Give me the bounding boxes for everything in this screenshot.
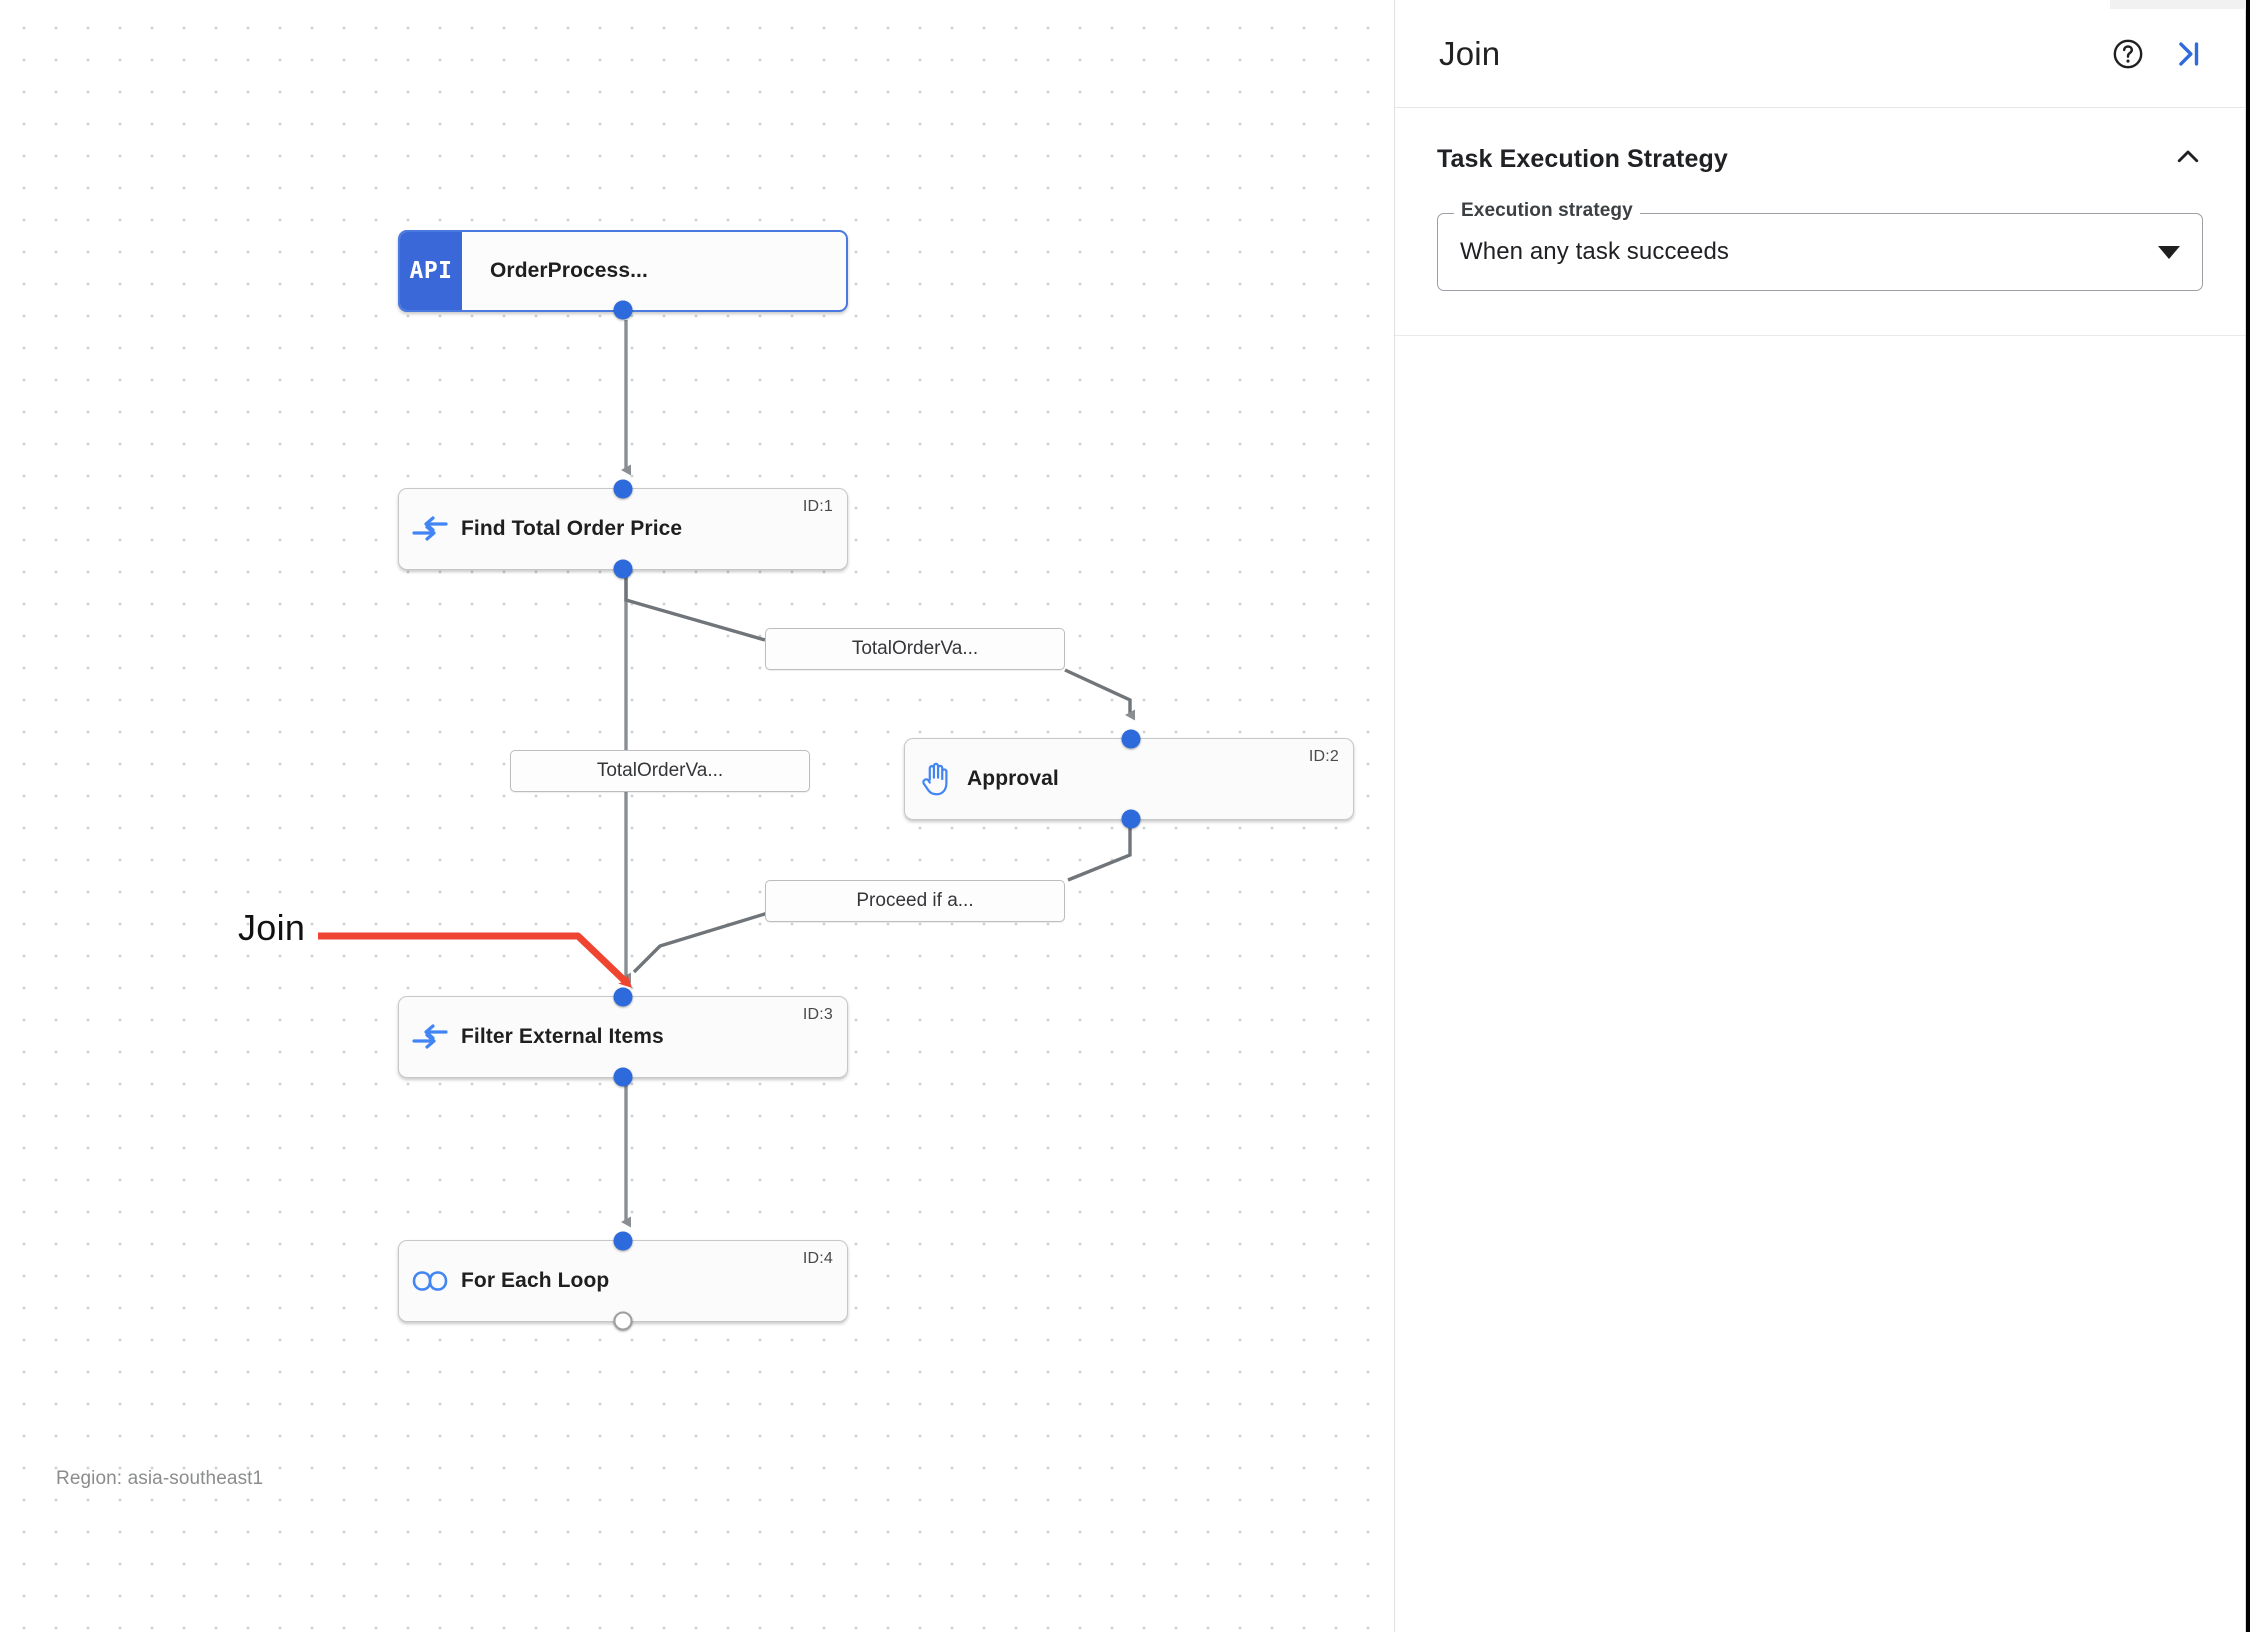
region-label: Region: asia-southeast1 (56, 1468, 264, 1489)
node-find-total-order-price[interactable]: Find Total Order Price ID:1 (398, 479, 848, 579)
workflow-canvas[interactable]: Join API OrderProcess... Find Total Orde… (0, 0, 1392, 1632)
panel-title: Join (1439, 34, 1501, 72)
node-order-process[interactable]: API OrderProcess... (398, 230, 848, 320)
input-port-task3[interactable] (613, 987, 633, 1007)
edge-label-total-order-value-1[interactable]: TotalOrderVa... (765, 628, 1065, 670)
panel-header: Join (1395, 0, 2245, 108)
execution-strategy-value: When any task succeeds (1460, 238, 1730, 265)
help-circle-icon[interactable] (2111, 37, 2145, 71)
edge-task1-to-label1 (624, 575, 766, 642)
execution-strategy-select[interactable]: When any task succeeds (1437, 213, 2203, 291)
data-mapping-icon (399, 516, 461, 542)
node-id-task4: ID:4 (802, 1250, 833, 1267)
node-id-task1: ID:1 (802, 498, 833, 515)
input-port-task1[interactable] (613, 479, 633, 499)
node-title-filter-external-items: Filter External Items (461, 1025, 664, 1048)
raised-hand-icon (905, 761, 967, 797)
input-port-task4[interactable] (613, 1231, 633, 1251)
node-title-for-each-loop: For Each Loop (461, 1269, 610, 1292)
properties-panel: Join Task Execution Strategy (1394, 0, 2246, 1632)
caret-down-icon[interactable] (2158, 245, 2180, 259)
join-annotation-label: Join (238, 907, 306, 948)
section-title: Task Execution Strategy (1437, 145, 1728, 173)
output-port-task4[interactable] (613, 1311, 633, 1331)
output-port-order-process[interactable] (613, 300, 633, 320)
input-port-task2[interactable] (1121, 729, 1141, 749)
edge-label3-to-task3 (632, 911, 769, 974)
node-id-task3: ID:3 (802, 1006, 833, 1023)
execution-strategy-label: Execution strategy (1454, 200, 1640, 222)
loop-infinity-icon (399, 1270, 461, 1292)
edge-label-proceed-if-approved[interactable]: Proceed if a... (765, 880, 1065, 922)
output-port-task1[interactable] (613, 559, 633, 579)
node-filter-external-items[interactable]: Filter External Items ID:3 (398, 987, 848, 1087)
right-edge-strip (2246, 0, 2250, 1632)
node-id-task2: ID:2 (1308, 748, 1339, 765)
task-execution-strategy-section: Task Execution Strategy When any task su… (1395, 108, 2245, 336)
execution-strategy-field[interactable]: When any task succeeds Execution strateg… (1437, 200, 2203, 291)
api-badge-icon: API (400, 232, 462, 310)
edge-label1-to-task2 (1064, 668, 1135, 721)
chevron-up-icon[interactable] (2173, 142, 2203, 177)
collapse-panel-icon[interactable] (2171, 37, 2205, 71)
node-approval[interactable]: Approval ID:2 (904, 729, 1354, 829)
output-port-task2[interactable] (1121, 809, 1141, 829)
edge-label-total-order-value-2[interactable]: TotalOrderVa... (510, 750, 810, 792)
node-title-approval: Approval (967, 767, 1059, 790)
top-edge-strip (2110, 0, 2250, 9)
data-mapping-icon (399, 1024, 461, 1050)
edge-task2-to-label3 (1067, 825, 1132, 882)
output-port-task3[interactable] (613, 1067, 633, 1087)
node-for-each-loop[interactable]: For Each Loop ID:4 (398, 1231, 848, 1331)
join-annotation-arrow (318, 932, 633, 988)
section-header[interactable]: Task Execution Strategy (1437, 142, 2203, 177)
node-title-find-total-order-price: Find Total Order Price (461, 517, 683, 540)
node-title-order-process: OrderProcess... (490, 259, 648, 282)
